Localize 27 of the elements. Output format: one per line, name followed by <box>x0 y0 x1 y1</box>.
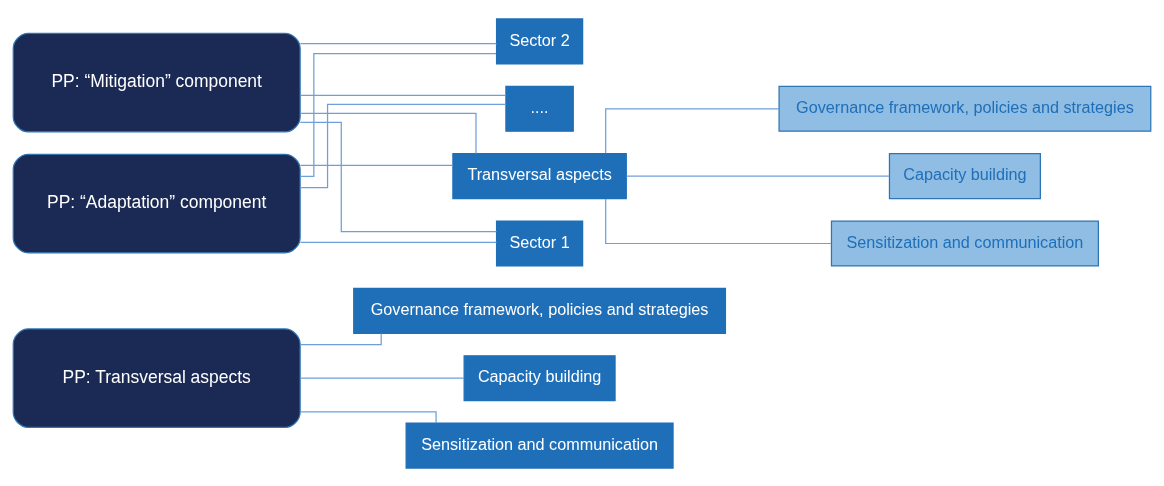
node-box: Governance framework, policies and strategies <box>353 287 727 334</box>
connector <box>626 175 890 177</box>
node-box: Capacity building <box>463 354 616 401</box>
node-box: .... <box>505 85 574 132</box>
connector <box>299 332 382 345</box>
node-box: PP: Transversal aspects <box>12 327 301 428</box>
node-box: Sensitization and communication <box>830 219 1099 267</box>
node-box: Sector 2 <box>495 17 584 64</box>
connector <box>299 103 507 188</box>
connector <box>605 107 780 154</box>
connector <box>299 377 465 379</box>
connector <box>299 241 498 243</box>
node-box: PP: “Mitigation” component <box>12 32 301 132</box>
connector <box>299 112 477 154</box>
connector <box>299 164 454 166</box>
connector <box>299 121 498 232</box>
node-box: PP: “Adaptation” component <box>12 153 301 253</box>
connector <box>299 42 498 44</box>
connector <box>299 52 497 177</box>
node-box: Governance framework, policies and strategies <box>778 85 1152 132</box>
connector <box>605 197 832 244</box>
node-box: Capacity building <box>888 152 1041 199</box>
connector <box>299 94 507 96</box>
node-box: Sensitization and communication <box>405 422 674 469</box>
node-box: Transversal aspects <box>452 152 627 199</box>
connector <box>299 410 437 424</box>
node-box: Sector 1 <box>495 219 584 267</box>
